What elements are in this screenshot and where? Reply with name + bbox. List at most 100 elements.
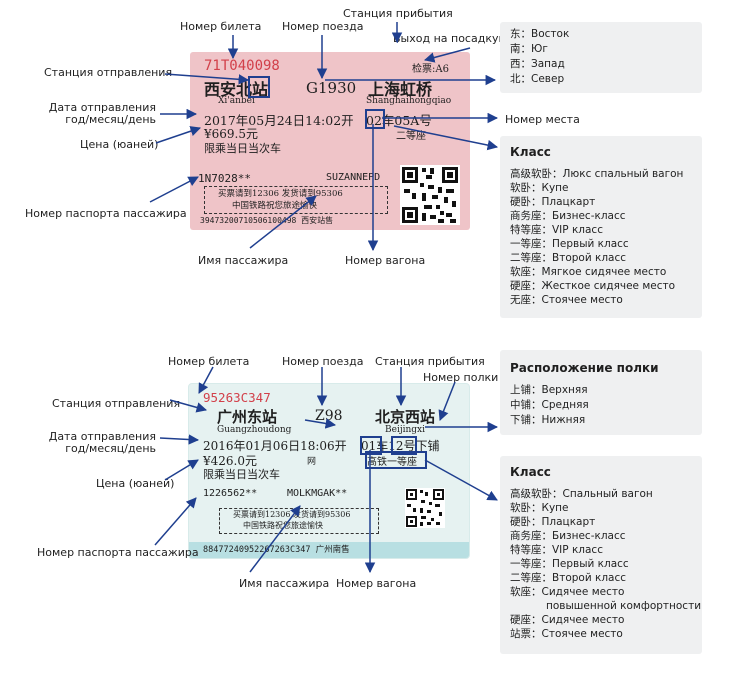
class-row: 硬卧：Плацкарт	[510, 196, 596, 208]
notice-box	[204, 186, 388, 214]
berth-legend: Расположение полки 上铺：Верхняя 中铺：Средняя…	[500, 350, 702, 435]
ticket-footer-bar	[189, 542, 469, 558]
arrival-pinyin: Shanghaihongqiao	[366, 96, 452, 106]
highlight-departure-char	[248, 76, 270, 98]
arrival-pinyin: Beijingxi	[385, 425, 425, 435]
berth-legend-title: Расположение полки	[510, 361, 659, 375]
class-row: 软座：Мягкое сидячее место	[510, 266, 667, 278]
label-arrival-station: Станция прибытия	[343, 7, 453, 20]
class-row: 商务座：Бизнес-класс	[510, 530, 626, 542]
departure-cn: 广州东站	[217, 408, 278, 426]
direction-south: 南：Юг	[510, 43, 548, 55]
class-row: 商务座：Бизнес-класс	[510, 210, 626, 222]
arrival-cn: 上海虹桥	[368, 80, 433, 99]
seat-class: 二等座	[396, 131, 426, 142]
label-passenger-name: Имя пассажира	[198, 254, 289, 267]
class-row: 二等座：Второй класс	[510, 572, 627, 584]
class-row: 软卧：Купе	[510, 502, 569, 514]
label-arrival-station: Станция прибытия	[375, 355, 485, 368]
class-row: 硬座：Сидячее место	[510, 614, 625, 626]
highlight-car-number	[365, 109, 385, 129]
direction-legend: 东：Восток 南：Юг 西：Запад 北：Север	[500, 22, 702, 93]
departure-pinyin: Xi'anbei	[218, 96, 255, 106]
class-row: 特等座：VIP класс	[510, 224, 603, 236]
direction-east: 东：Восток	[510, 28, 570, 40]
label-date-line-2: год/месяц/день	[65, 442, 156, 455]
class-row: 二等座：Второй класс	[510, 252, 627, 264]
gate-code: 检票:A6	[412, 64, 449, 75]
label-date-line-1: Дата отправления	[48, 101, 156, 114]
price: ¥669.5元	[204, 127, 258, 141]
label-departure-station: Станция отправления	[52, 397, 181, 410]
passport-number: 1N7028**	[198, 172, 251, 185]
restriction: 限乘当日当次车	[204, 142, 281, 155]
price: ¥426.0元	[203, 454, 257, 468]
qr-code-icon	[400, 165, 460, 225]
highlight-car-number	[360, 436, 382, 455]
class-row: 硬座：Жесткое сидячее место	[510, 280, 676, 292]
class-row: 高级软卧：Спальный вагон	[510, 488, 653, 500]
class-row: 一等座：Первый класс	[510, 238, 629, 250]
label-price: Цена (юанeй)	[80, 138, 159, 151]
label-train-number: Номер поезда	[282, 355, 364, 368]
train-number: G1930	[306, 79, 357, 97]
net-mark: 网	[307, 457, 317, 467]
class-row: 高级软卧：Люкс спальный вагон	[510, 168, 684, 180]
label-date-line-1: Дата отправления	[48, 430, 156, 443]
class-legend-top: Класс 高级软卧：Люкс спальный вагон 软卧：Купе 硬…	[500, 136, 702, 318]
class-row: 无座：Стоячее место	[510, 294, 623, 306]
berth-row: 下铺：Нижняя	[510, 414, 586, 426]
passenger-name: MOLKMGAK**	[287, 488, 348, 499]
label-departure-station: Станция отправления	[44, 66, 173, 79]
highlight-berth	[391, 436, 417, 455]
label-ticket-number: Номер билета	[180, 20, 262, 33]
class-row: 一等座：Первый класс	[510, 558, 629, 570]
direction-west: 西：Запад	[510, 58, 565, 70]
class-legend-title: Класс	[510, 465, 551, 479]
label-gate: Выход на посадкую	[393, 32, 508, 45]
berth-row: 上铺：Верхняя	[510, 384, 588, 396]
notice-line-1: 买票请到12306 发货请到95306	[218, 189, 343, 199]
ticket-footer: 39473200710506100498 西安站售	[200, 216, 334, 225]
ticket-serial: 71T040098	[204, 58, 280, 74]
passenger-name: SUZANNEPD	[326, 172, 381, 183]
label-passenger-name: Имя пассажира	[239, 577, 330, 590]
passport-number: 1226562**	[203, 488, 258, 499]
ticket-bottom: 95263C347 广州东站 Guangzhoudong Z98 北京西站 Be…	[188, 383, 470, 559]
departure-pinyin: Guangzhoudong	[217, 425, 292, 435]
departure-date: 2016年01月06日18:06开	[203, 439, 347, 453]
notice-line-2: 中国铁路祝您旅途愉快	[243, 521, 323, 530]
qr-code-icon	[405, 488, 445, 528]
label-ticket-number: Номер билета	[168, 355, 250, 368]
ticket-top: 71T040098 检票:A6 西安北站 Xi'anbei G1930 上海虹桥…	[190, 52, 470, 230]
class-row: 软座：Сидячее место	[510, 586, 625, 598]
label-berth-number: Номер полки	[423, 371, 499, 384]
label-seat-number: Номер места	[505, 113, 580, 126]
label-train-number: Номер поезда	[282, 20, 364, 33]
departure-date: 2017年05月24日14:02开	[204, 113, 354, 128]
label-car-number: Номер вагона	[336, 577, 417, 590]
label-passport-number: Номер паспорта пассажира	[37, 546, 199, 559]
departure-cn: 西安北站	[204, 80, 269, 99]
class-legend-title: Класс	[510, 145, 551, 159]
restriction: 限乘当日当次车	[203, 468, 280, 481]
label-car-number: Номер вагона	[345, 254, 426, 267]
berth-row: 中铺：Средняя	[510, 399, 589, 411]
class-row: 特等座：VIP класс	[510, 544, 603, 556]
class-legend-bottom: Класс 高级软卧：Спальный вагон 软卧：Купе 硬卧：Пла…	[500, 456, 702, 654]
arrival-cn: 北京西站	[375, 408, 436, 426]
notice-line-2: 中国铁路祝您旅途愉快	[232, 201, 318, 211]
label-price: Цена (юанeй)	[96, 477, 175, 490]
ticket-footer: 88477240952267263C347 广州南售	[203, 545, 350, 555]
label-passport-number: Номер паспорта пассажира	[25, 207, 187, 220]
seat-class: 高铁一等座	[367, 457, 417, 468]
seat-number: 02车05A号	[366, 113, 432, 128]
ticket-serial: 95263C347	[203, 390, 271, 405]
direction-north: 北：Север	[510, 73, 565, 85]
class-row-continued: повышенной комфортности	[546, 600, 702, 612]
label-date-line-2: год/месяц/день	[65, 113, 156, 126]
class-row: 硬卧：Плацкарт	[510, 516, 596, 528]
class-row: 站票：Стоячее место	[510, 628, 623, 640]
class-row: 软卧：Купе	[510, 182, 569, 194]
